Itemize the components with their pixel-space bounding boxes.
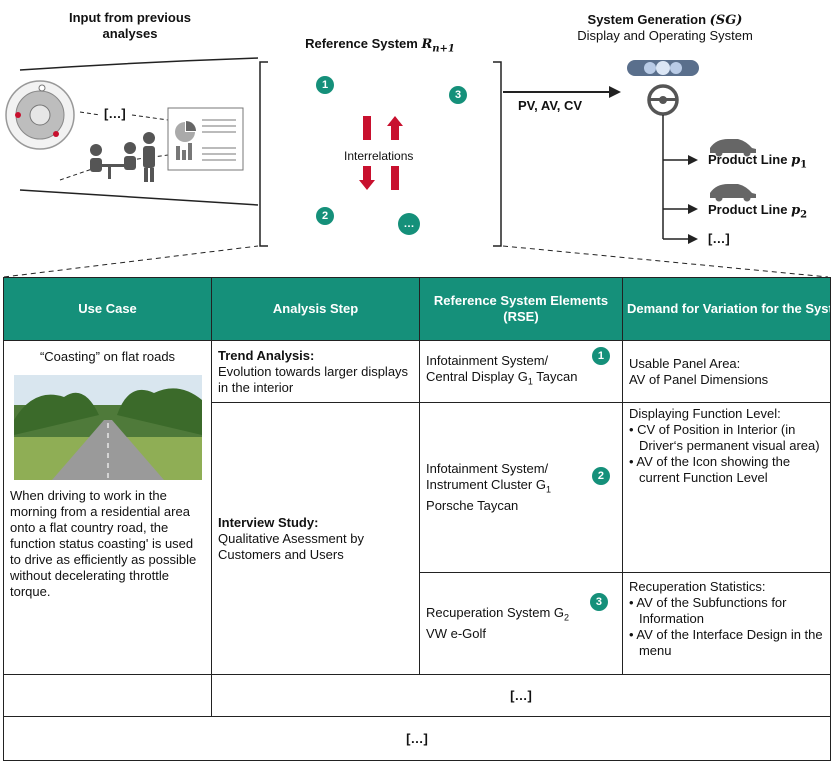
interrelations-label: Interrelations <box>344 149 414 163</box>
row-ellipsis: […] <box>211 674 831 717</box>
table-row: Interview Study: Qualitative Asessment b… <box>4 402 831 675</box>
system-generation-title: System Generation (SG) <box>587 12 743 28</box>
header-analysis-step: Analysis Step <box>211 277 421 341</box>
control-knob-icon <box>5 80 75 150</box>
badge-1: 1 <box>316 76 334 94</box>
reference-system-bracket <box>259 61 502 247</box>
use-case-title: “Coasting” on flat roads <box>39 349 176 364</box>
list-item: • AV of the Icon showing the current Fun… <box>628 454 791 485</box>
car-icon-1 <box>710 139 756 157</box>
badge-1-table: 1 <box>591 347 610 365</box>
demand-cell-3: Recuperation Statistics: • AV of the Sub… <box>621 572 831 675</box>
pv-arrow <box>503 86 621 98</box>
pv-av-cv-label: PV, AV, CV <box>518 98 583 113</box>
list-item: • AV of the Interface Design in the menu <box>628 627 823 658</box>
table-header-row: Use Case Analysis Step Reference System … <box>2 277 831 341</box>
table-row: “Coasting” on flat roads When driving to… <box>2 340 831 675</box>
reference-system-title: Reference System Rn+1 <box>305 36 455 55</box>
instrument-cluster-icon <box>627 60 699 76</box>
bottom-ellipsis: […] <box>3 716 831 761</box>
list-item: • CV of Position in Interior (in Driver‘… <box>628 422 820 453</box>
input-funnel-graphic <box>5 57 259 206</box>
badge-2-table: 2 <box>591 467 610 485</box>
product-line-more: […] <box>708 231 730 246</box>
product-line-1: Product Line p1 <box>708 152 808 171</box>
steering-wheel-icon <box>647 84 679 116</box>
use-case-text: When driving to work in the morning from… <box>10 488 197 599</box>
report-document-icon <box>167 107 244 171</box>
input-ellipsis: […] <box>104 106 126 121</box>
table-row: […] <box>2 674 831 717</box>
interview-study-title: Interview Study: <box>218 514 319 530</box>
trend-analysis-cell: Trend Analysis: Evolution towards larger… <box>211 340 421 403</box>
rse-cell-1: Infotainment System/Central Display G1 T… <box>419 340 623 403</box>
badge-ellipsis: … <box>398 213 420 235</box>
use-case-cell: “Coasting” on flat roads When driving to… <box>2 340 213 675</box>
interview-study-text: Qualitative Asessment by Customers and U… <box>218 530 364 562</box>
demand-list-3: • AV of the Subfunctions for Information… <box>629 595 824 659</box>
meeting-people-icon <box>90 132 155 182</box>
analysis-table: Use Case Analysis Step Reference System … <box>2 277 831 761</box>
trend-analysis-text: Evolution towards larger displays in the… <box>218 363 409 395</box>
country-road-image <box>13 375 202 480</box>
rse-cell-2: Infotainment System/Instrument Cluster G… <box>419 402 623 573</box>
header-use-case: Use Case <box>2 277 213 341</box>
empty-cell <box>2 674 213 717</box>
demand-cell-2: Displaying Function Level: • CV of Posit… <box>621 402 831 573</box>
header-demand: Demand for Variation for the System Gene… <box>621 277 831 341</box>
car-icon-2 <box>710 184 756 202</box>
badge-3-table: 3 <box>589 593 608 611</box>
table-row: […] <box>3 716 831 761</box>
input-title: Input from previous analyses <box>68 10 192 41</box>
system-generation-subtitle: Display and Operating System <box>577 28 753 43</box>
badge-3: 3 <box>449 86 467 104</box>
header-rse: Reference System Elements (RSE) <box>419 277 623 341</box>
badge-2: 2 <box>316 207 334 225</box>
product-line-2: Product Line p2 <box>708 202 808 221</box>
interview-study-cell: Interview Study: Qualitative Asessment b… <box>211 402 421 675</box>
list-item: • AV of the Subfunctions for Information <box>628 595 787 626</box>
zoom-lines <box>3 245 829 278</box>
trend-analysis-title: Trend Analysis: <box>218 347 315 363</box>
demand-list-2: • CV of Position in Interior (in Driver‘… <box>629 422 824 486</box>
demand-cell-1: Usable Panel Area:AV of Panel Dimensions <box>621 340 831 403</box>
system-generation-graphic <box>627 60 756 244</box>
